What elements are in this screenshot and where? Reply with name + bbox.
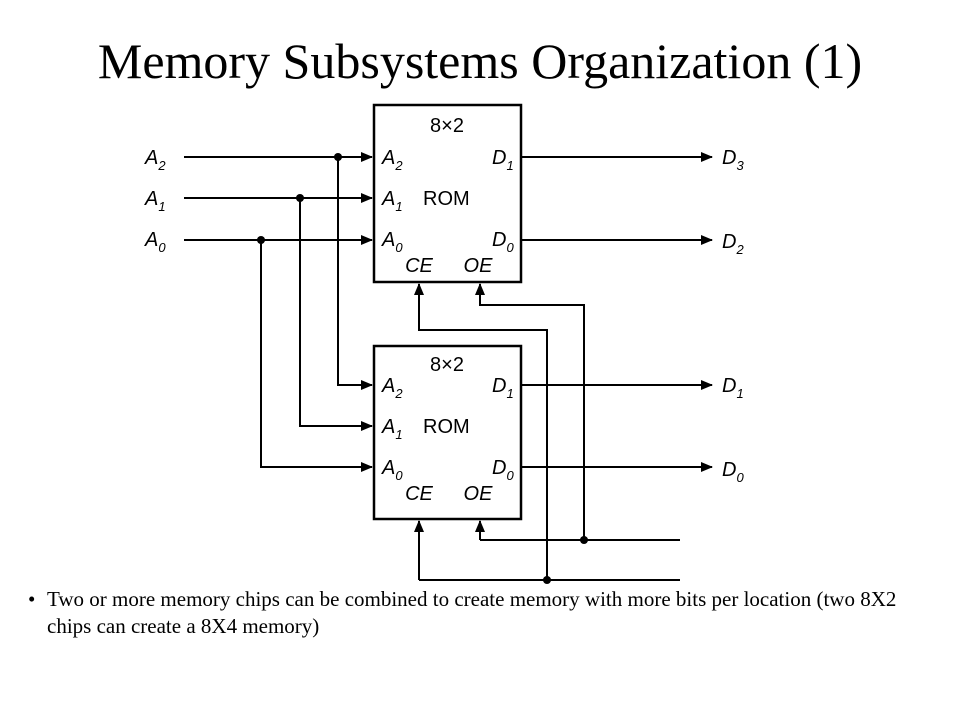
chip-bottom-type-label: ROM <box>423 416 470 438</box>
chip-top-pin-a2: A2 <box>381 147 403 173</box>
bullet-text: Two or more memory chips can be combined… <box>47 587 897 638</box>
input-label-a0: A0 <box>144 229 166 255</box>
wire-a0-bottom <box>260 240 373 472</box>
chip-top-oe-label: OE <box>464 255 494 277</box>
oe-top-feed <box>475 283 585 540</box>
output-label-d0: D0 <box>722 459 744 485</box>
chip-top-pin-d0: D0 <box>492 229 514 255</box>
slide-title: Memory Subsystems Organization (1) <box>97 33 863 89</box>
chip-top-ce-label: CE <box>405 255 433 277</box>
chip-bottom-pin-a1: A1 <box>381 416 403 442</box>
output-label-d2: D2 <box>722 231 744 257</box>
chip-bottom-ce-label: CE <box>405 483 433 505</box>
bullet-list: • Two or more memory chips can be combin… <box>20 586 940 640</box>
chip-top-type-label: ROM <box>423 188 470 210</box>
chip-top-pin-a0: A0 <box>381 229 403 255</box>
output-label-d3: D3 <box>722 147 744 173</box>
wire-a2-bottom <box>337 157 373 390</box>
wire-a1-bottom <box>299 198 373 431</box>
input-label-a1: A1 <box>144 188 166 214</box>
input-label-a2: A2 <box>144 147 166 173</box>
chip-top-pin-d1: D1 <box>492 147 514 173</box>
chip-bottom-pin-a0: A0 <box>381 457 403 483</box>
ce-top-feed <box>414 283 548 580</box>
chip-top-pin-a1: A1 <box>381 188 403 214</box>
memory-diagram: A2 A1 A0 8×2 A2 A1 A0 ROM D1 D0 CE OE D3… <box>144 103 744 584</box>
chip-bottom-pin-d1: D1 <box>492 375 514 401</box>
chip-bottom-pin-a2: A2 <box>381 375 403 401</box>
output-label-d1: D1 <box>722 375 744 401</box>
chip-bottom-pin-d0: D0 <box>492 457 514 483</box>
chip-bottom-size-label: 8×2 <box>430 354 464 376</box>
chip-top-size-label: 8×2 <box>430 115 464 137</box>
chip-bottom-oe-label: OE <box>464 483 494 505</box>
rom-chip-top <box>372 103 523 284</box>
bullet-dot: • <box>28 587 36 611</box>
rom-chip-bottom <box>372 344 523 521</box>
